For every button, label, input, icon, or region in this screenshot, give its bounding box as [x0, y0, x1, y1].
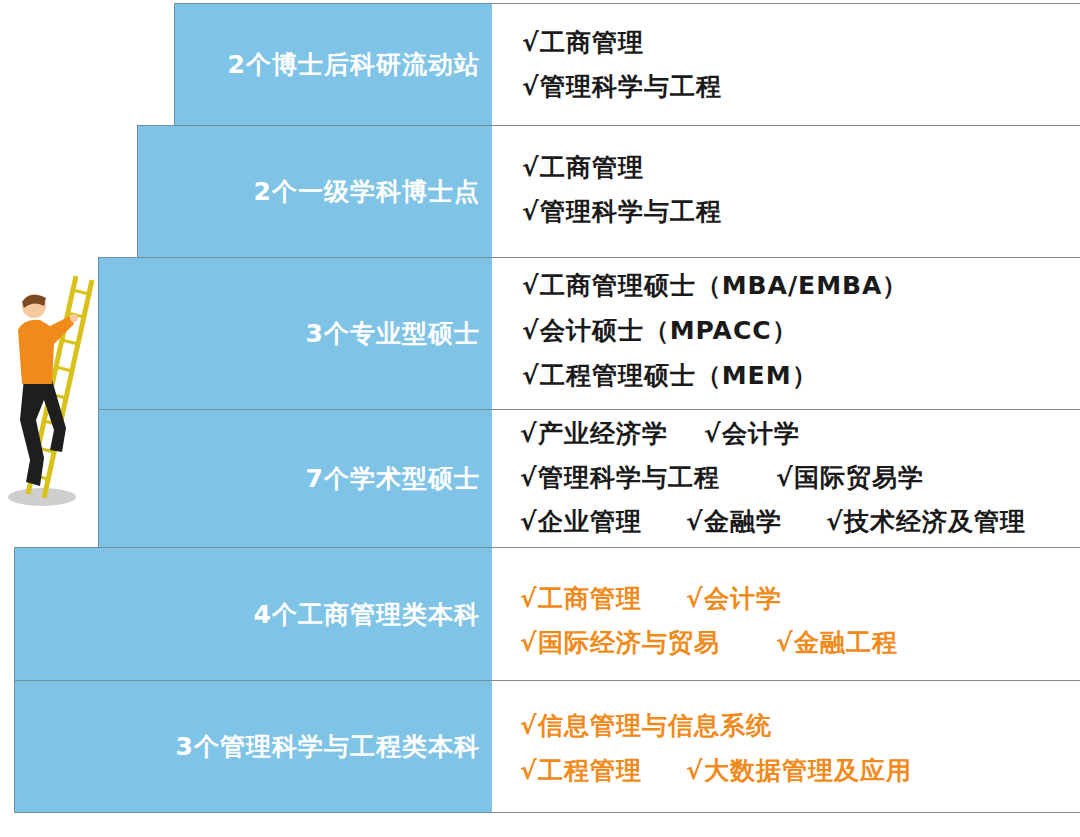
- level-heading: 4个工商管理类本科: [254, 598, 480, 631]
- program-item: √会计学: [704, 419, 800, 449]
- program-item: √国际经济与贸易: [520, 628, 720, 658]
- level-box: 2个博士后科研流动站: [174, 3, 493, 126]
- program-list-box: √产业经济学 √会计学 √管理科学与工程 √国际贸易学 √企业管理 √金融学 √技术经济及管…: [492, 409, 1080, 548]
- level-box: 2个一级学科博士点: [137, 125, 493, 258]
- program-item: √工商管理: [522, 153, 644, 183]
- program-item: √会计学: [686, 584, 782, 614]
- program-item: √工程管理: [520, 756, 642, 786]
- program-list-box: √工商管理 √管理科学与工程: [492, 125, 1080, 258]
- program-item: √信息管理与信息系统: [520, 711, 772, 741]
- program-list-box: √信息管理与信息系统 √工程管理 √大数据管理及应用: [492, 680, 1080, 813]
- program-item: √金融工程: [776, 628, 898, 658]
- program-list-box: √工商管理硕士（MBA/EMBA） √会计硕士（MPACC） √工程管理硕士（MEM…: [492, 257, 1080, 410]
- program-item: √工商管理: [522, 28, 644, 58]
- level-heading: 3个管理科学与工程类本科: [176, 730, 480, 763]
- level-heading: 7个学术型硕士: [306, 462, 480, 495]
- person: [18, 294, 78, 486]
- level-box: 4个工商管理类本科: [14, 547, 493, 681]
- program-item: √国际贸易学: [776, 463, 924, 493]
- program-item: √管理科学与工程: [522, 197, 722, 227]
- program-item: √工商管理硕士（MBA/EMBA）: [522, 271, 908, 301]
- program-item: √大数据管理及应用: [686, 756, 912, 786]
- level-box: 7个学术型硕士: [98, 409, 493, 548]
- program-item: √管理科学与工程: [520, 463, 720, 493]
- program-item: √金融学: [686, 507, 782, 537]
- program-item: √工程管理硕士（MEM）: [522, 361, 818, 391]
- program-item: √企业管理: [520, 507, 642, 537]
- program-item: √技术经济及管理: [826, 507, 1026, 537]
- level-heading: 3个专业型硕士: [306, 317, 480, 350]
- program-item: √产业经济学: [520, 419, 668, 449]
- level-heading: 2个博士后科研流动站: [228, 48, 480, 81]
- level-heading: 2个一级学科博士点: [254, 175, 480, 208]
- level-box: 3个管理科学与工程类本科: [14, 680, 493, 813]
- program-list-box: √工商管理 √管理科学与工程: [492, 3, 1080, 126]
- level-box: 3个专业型硕士: [98, 257, 493, 410]
- program-item: √工商管理: [520, 584, 642, 614]
- program-item: √管理科学与工程: [522, 72, 722, 102]
- program-item: √会计硕士（MPACC）: [522, 316, 798, 346]
- program-list-box: √工商管理 √会计学 √国际经济与贸易 √金融工程: [492, 547, 1080, 681]
